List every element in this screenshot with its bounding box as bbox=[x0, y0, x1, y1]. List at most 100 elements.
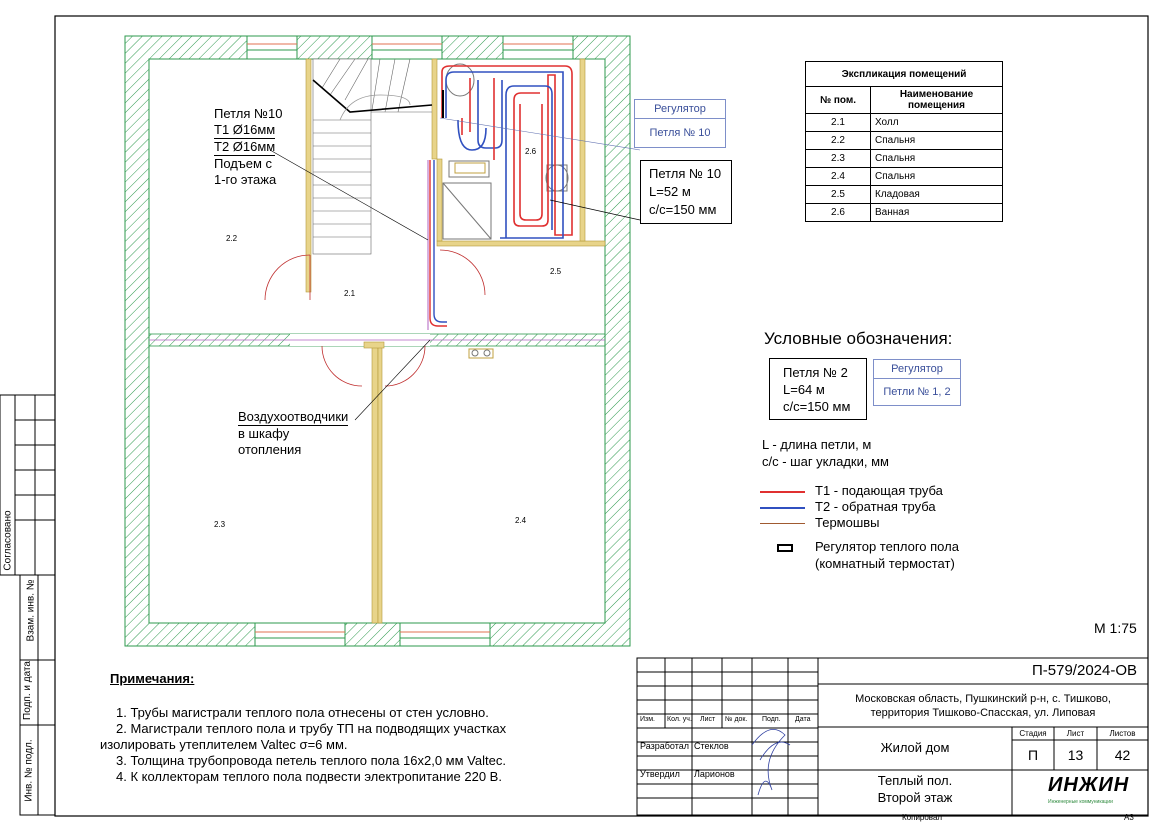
row-name: Холл bbox=[870, 113, 1003, 132]
stamp-col-date: Дата bbox=[795, 716, 811, 723]
row-num: 2.2 bbox=[805, 131, 871, 150]
legend-supply-label: Т1 - подающая труба bbox=[815, 483, 943, 498]
side-agreed-label: Согласовано bbox=[2, 510, 14, 571]
stamp-col-list: Лист bbox=[700, 716, 716, 723]
legend-thermostat-line1: Регулятор теплого пола bbox=[815, 539, 959, 554]
note-item: 2. Магистрали теплого пола и трубу ТП на… bbox=[116, 721, 507, 736]
loop-callout-rise-1: Подъем с bbox=[214, 156, 272, 171]
room-label-2-6: 2.6 bbox=[525, 147, 537, 156]
legend-thermo-label: Термошвы bbox=[815, 515, 880, 530]
stamp-col-doc: № док. bbox=[725, 716, 748, 723]
stamp-copied: Копировал bbox=[902, 813, 943, 822]
room-label-2-3: 2.3 bbox=[214, 520, 226, 529]
legend-thermostat-line2: (комнатный термостат) bbox=[815, 556, 955, 571]
stamp-col-sign: Подп. bbox=[762, 716, 781, 723]
air-vent-line3: отопления bbox=[238, 442, 302, 457]
plan-loop-line3: с/с=150 мм bbox=[649, 202, 717, 217]
air-vent-line2: в шкафу bbox=[238, 426, 290, 441]
plan-loop-box: Петля № 10 L=52 м с/с=150 мм bbox=[640, 160, 732, 224]
room-label-2-2: 2.2 bbox=[226, 234, 238, 243]
stamp-sheets: 42 bbox=[1114, 747, 1131, 763]
row-num: 2.4 bbox=[805, 167, 871, 186]
side-inv-label: Инв. № подл. bbox=[23, 739, 35, 802]
stamp-title: Теплый пол. Второй этаж bbox=[818, 772, 1012, 806]
loop-callout-t2: Т2 Ø16мм bbox=[214, 139, 276, 156]
row-name: Спальня bbox=[870, 131, 1003, 150]
row-num: 2.5 bbox=[805, 185, 871, 204]
stamp-title-1: Теплый пол. bbox=[877, 773, 953, 788]
explication-table: Экспликация помещений № пом. Наименовани… bbox=[805, 61, 1003, 222]
note-item: изолировать утеплителем Valtec σ=6 мм. bbox=[100, 737, 348, 752]
legend-thermo-line bbox=[760, 523, 805, 524]
notes-list: 1. Трубы магистрали теплого пола отнесен… bbox=[100, 705, 506, 785]
plan-regulator-value: Петля № 10 bbox=[649, 127, 711, 139]
stamp-code: П-579/2024-ОВ bbox=[1032, 662, 1138, 679]
explication-col-name: Наименование помещения bbox=[870, 86, 1003, 114]
thermostat-symbol bbox=[777, 544, 793, 552]
stamp-sheet-header: Лист bbox=[1066, 729, 1085, 738]
stamp-stage-header: Стадия bbox=[1019, 729, 1047, 738]
scale-label: М 1:75 bbox=[1094, 620, 1137, 636]
row-num: 2.6 bbox=[805, 203, 871, 222]
air-vent-callout: Воздухоотводчики в шкафу отопления bbox=[238, 409, 349, 458]
loop-callout-rise-2: 1-го этажа bbox=[214, 172, 277, 187]
loop-callout-title: Петля №10 bbox=[214, 106, 283, 121]
legend-l-definition: L - длина петли, м bbox=[762, 437, 872, 452]
company-logo: ИНЖИН bbox=[1048, 774, 1130, 796]
stamp-appr-name: Ларионов bbox=[694, 769, 735, 779]
side-sign-date-label: Подп. и дата bbox=[21, 661, 33, 720]
stamp-stage: П bbox=[1027, 747, 1039, 763]
stamp-col-kol: Кол. уч. bbox=[667, 716, 692, 723]
row-name: Спальня bbox=[870, 167, 1003, 186]
legend-thermostat: Регулятор теплого пола (комнатный термос… bbox=[815, 538, 959, 572]
legend-regulator-title: Регулятор bbox=[874, 360, 960, 379]
air-vent-line1: Воздухоотводчики bbox=[238, 409, 349, 426]
stamp-address-1: Московская область, Пушкинский р-н, с. Т… bbox=[855, 693, 1111, 705]
legend-loop-box: Петля № 2 L=64 м с/с=150 мм bbox=[769, 358, 867, 420]
row-num: 2.1 bbox=[805, 113, 871, 132]
plan-regulator-title: Регулятор bbox=[635, 100, 725, 119]
note-item: 3. Толщина трубопровода петель теплого п… bbox=[116, 753, 506, 768]
loop-callout-t1: Т1 Ø16мм bbox=[214, 122, 276, 139]
stamp-dev-name: Стеклов bbox=[694, 741, 729, 751]
legend-title: Условные обозначения: bbox=[764, 329, 953, 348]
row-name: Ванная bbox=[870, 203, 1003, 222]
company-logo-subtitle: Инженерные коммуникации bbox=[1048, 799, 1113, 805]
room-label-2-1: 2.1 bbox=[344, 289, 356, 298]
stamp-address-2: территория Тишково-Спасская, ул. Липовая bbox=[870, 707, 1096, 719]
legend-return-label: Т2 - обратная труба bbox=[815, 499, 936, 514]
room-label-2-5: 2.5 bbox=[550, 267, 562, 276]
legend-supply-line bbox=[760, 491, 805, 493]
side-replace-label: Взам. инв. № bbox=[25, 579, 37, 642]
row-name: Кладовая bbox=[870, 185, 1003, 204]
room-label-2-4: 2.4 bbox=[515, 516, 527, 525]
floor-plan bbox=[124, 35, 641, 647]
stamp-title-2: Второй этаж bbox=[877, 790, 953, 805]
legend-regulator-value: Петли № 1, 2 bbox=[883, 386, 951, 398]
row-name: Спальня bbox=[870, 149, 1003, 168]
legend-loop-line1: Петля № 2 bbox=[783, 365, 848, 380]
stamp-col-izm: Изм. bbox=[640, 716, 655, 723]
note-item: 4. К коллекторам теплого пола подвести э… bbox=[116, 769, 502, 784]
row-num: 2.3 bbox=[805, 149, 871, 168]
stamp-address: Московская область, Пушкинский р-н, с. Т… bbox=[818, 692, 1148, 720]
legend-loop-line2: L=64 м bbox=[783, 382, 825, 397]
stamp-sheets-header: Листов bbox=[1109, 729, 1136, 738]
stamp-object: Жилой дом bbox=[880, 740, 950, 755]
explication-title: Экспликация помещений bbox=[805, 61, 1003, 87]
plan-loop-line2: L=52 м bbox=[649, 184, 691, 199]
stamp-sheet: 13 bbox=[1067, 747, 1084, 763]
stamp-appr-role: Утвердил bbox=[640, 769, 680, 779]
loop-callout: Петля №10 Т1 Ø16мм Т2 Ø16мм Подъем с 1-г… bbox=[214, 106, 282, 188]
stamp-dev-role: Разработал bbox=[640, 741, 689, 751]
explication-col-num: № пом. bbox=[805, 86, 871, 114]
legend-loop-line3: с/с=150 мм bbox=[783, 399, 851, 414]
stamp-format: А3 bbox=[1124, 813, 1134, 822]
plan-loop-line1: Петля № 10 bbox=[649, 166, 722, 181]
